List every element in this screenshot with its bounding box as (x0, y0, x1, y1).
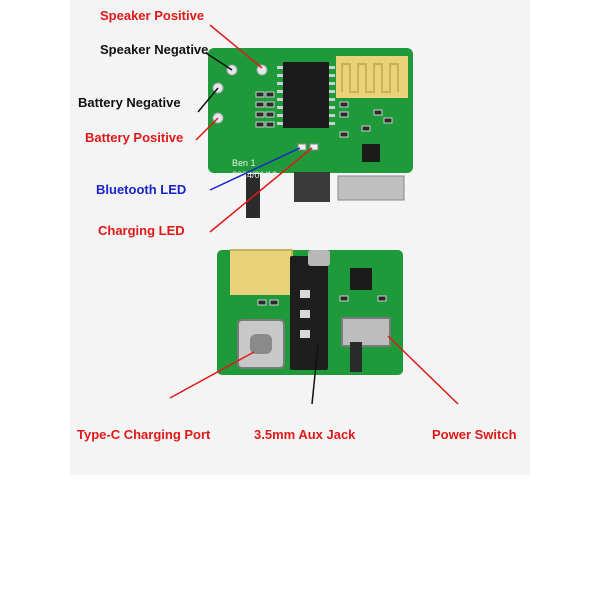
board-marking-line2: 2024/01/12 (232, 170, 277, 180)
label-battery-negative: Battery Negative (78, 95, 181, 110)
pointer-type-c-port (169, 351, 255, 399)
pointer-speaker-positive (209, 24, 263, 69)
usb-port-side (337, 175, 405, 201)
label-bluetooth-led: Bluetooth LED (96, 182, 187, 197)
bottom-ic-chip (350, 268, 372, 290)
label-speaker-negative: Speaker Negative (100, 42, 209, 57)
power-switch (341, 317, 391, 347)
main-ic-chip (283, 62, 329, 128)
ic-pins (277, 66, 335, 125)
bottom-passives (257, 295, 387, 306)
pointer-lines (169, 24, 459, 405)
pointer-bluetooth-led (209, 147, 301, 191)
speaker-positive-pad (256, 64, 268, 76)
label-battery-positive: Battery Positive (85, 130, 184, 145)
pointer-battery-positive (195, 117, 219, 141)
label-charging-led: Charging LED (98, 223, 185, 238)
aux-jack-contacts (300, 290, 310, 338)
passive-components (255, 91, 393, 138)
label-power-switch: Power Switch (432, 427, 517, 442)
label-type-c-port: Type-C Charging Port (77, 427, 211, 442)
pointer-aux-jack (311, 344, 319, 405)
charging-led-component (309, 143, 319, 151)
pointer-speaker-negative (205, 52, 233, 71)
board-marking-line1: Ben 1 (232, 158, 256, 168)
pointer-power-switch (387, 335, 459, 405)
bluetooth-led-component (297, 143, 307, 151)
antenna-trace (341, 63, 399, 93)
crystal-component (308, 250, 330, 266)
label-speaker-positive: Speaker Positive (100, 8, 205, 23)
bottom-antenna (230, 250, 292, 295)
top-board: Ben 1 2024/01/12 (208, 48, 413, 218)
aux-jack-side (294, 172, 330, 202)
charger-ic-chip (362, 144, 380, 162)
power-switch-lever (350, 342, 362, 372)
pointer-charging-led (209, 147, 313, 233)
bottom-board (217, 249, 403, 375)
pointer-battery-negative (197, 87, 219, 113)
label-aux-jack: 3.5mm Aux Jack (254, 427, 356, 442)
type-c-opening (250, 334, 272, 354)
